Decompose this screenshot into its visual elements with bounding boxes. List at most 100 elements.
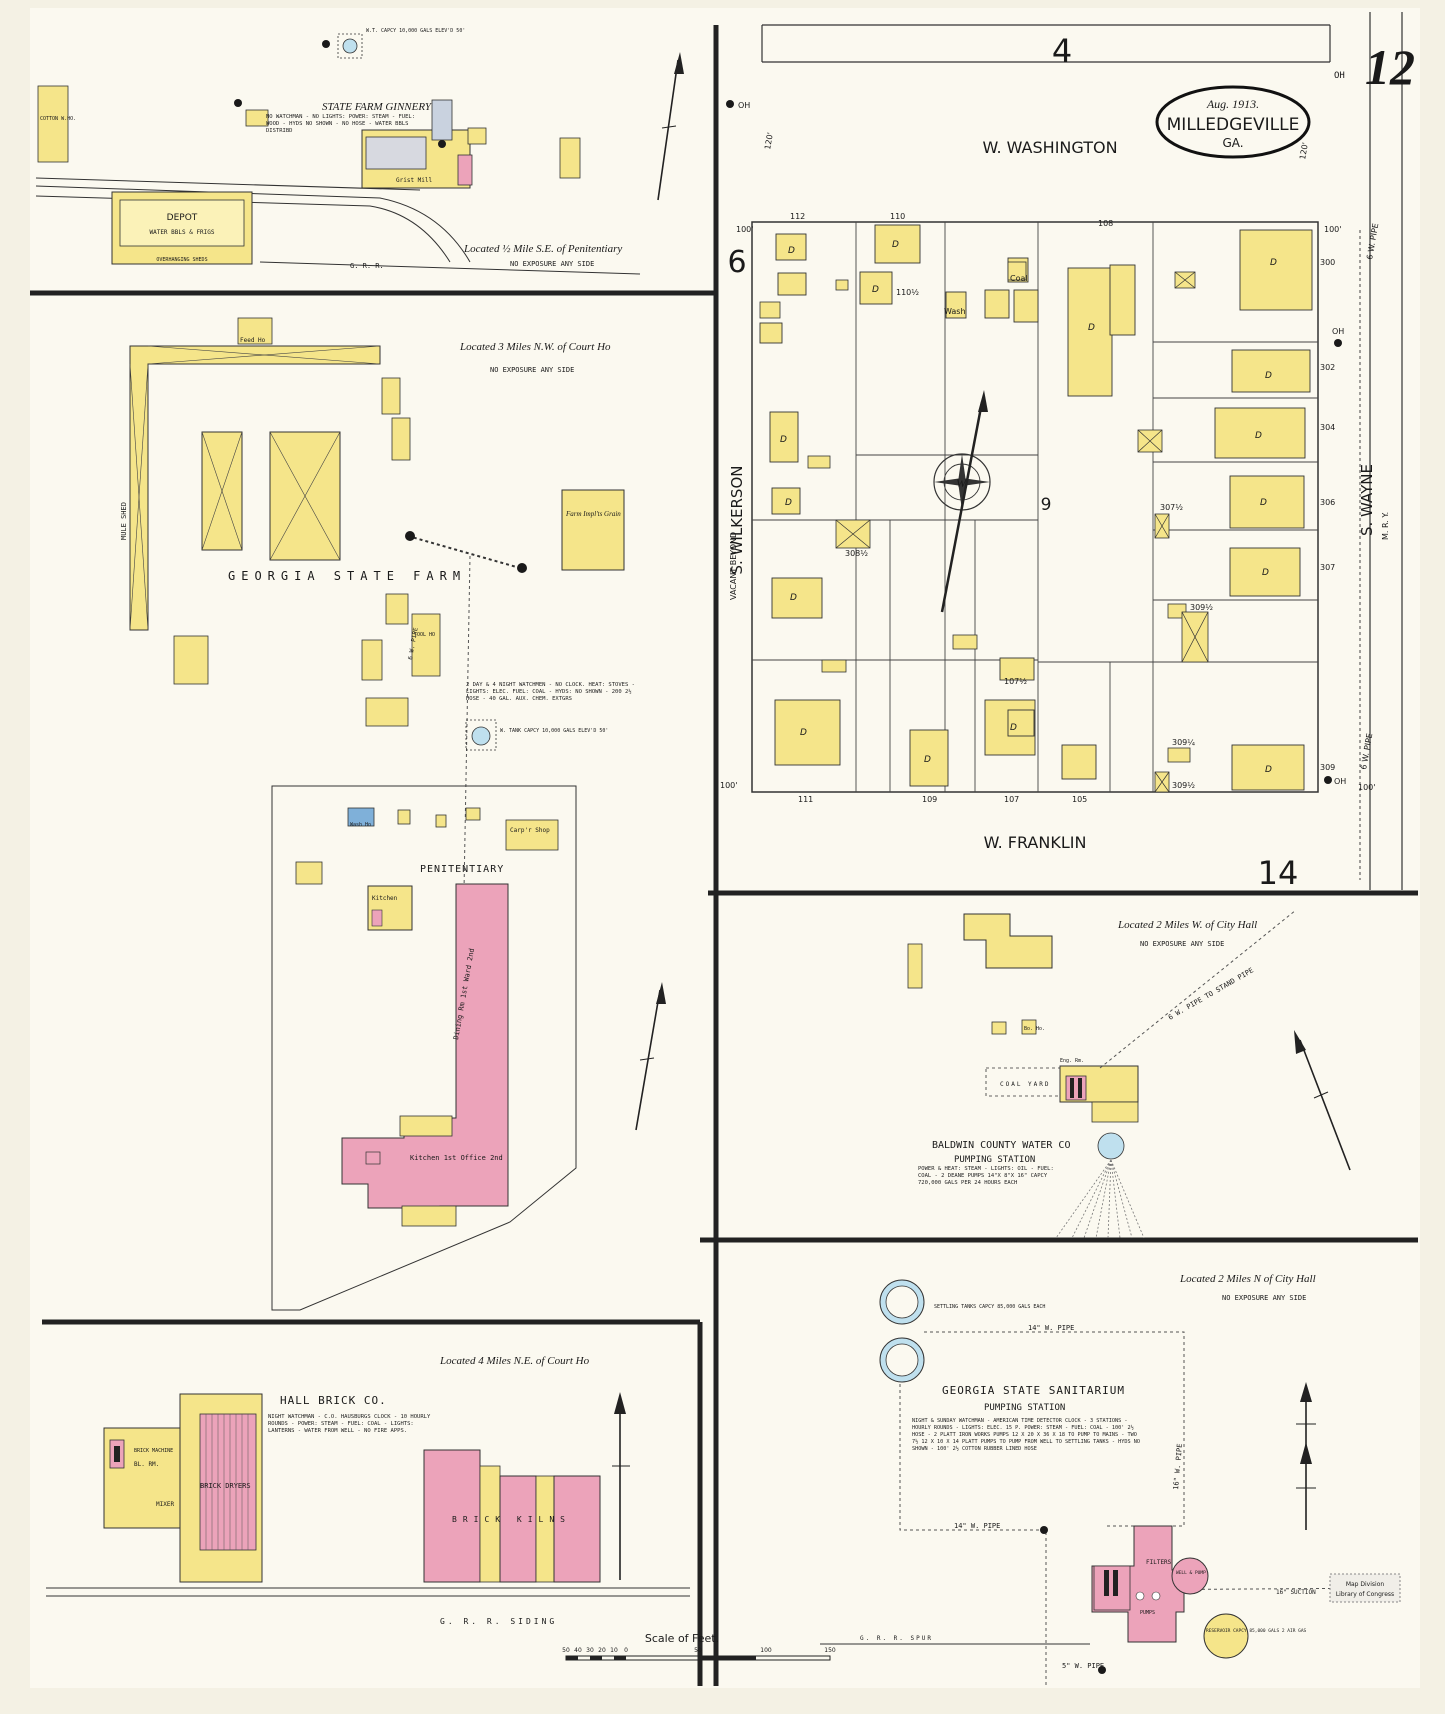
north-arrow-icon [1296,1442,1316,1530]
svg-text:309¼: 309¼ [1172,738,1195,747]
hydrant-label: OH [1332,327,1344,336]
map-date: Aug. 1913. [1206,97,1259,111]
svg-text:308½: 308½ [845,549,868,558]
svg-text:107½: 107½ [1004,677,1027,686]
adjoining-sheet-west: 6 [727,245,746,280]
state-farm-location: Located 3 Miles N.W. of Court Ho [459,341,611,353]
shed-crosses [835,271,1209,793]
svg-text:Coal: Coal [1010,274,1028,283]
mule-shed-label: MULE SHED [120,502,128,540]
svg-text:50: 50 [562,1647,570,1654]
sanitarium-panel: GEORGIA STATE SANITARIUM PUMPING STATION… [820,1273,1401,1686]
mixer-label: MIXER [156,1501,174,1508]
svg-text:108: 108 [1098,219,1113,228]
depot-label: DEPOT [167,213,198,223]
svg-text:309: 309 [1320,763,1335,772]
house-numbers: 112 110 108 111 109 107 105 300 302 304 … [720,132,1375,804]
svg-text:100': 100' [720,781,737,790]
svg-text:D: D [1260,498,1267,508]
water-co-title: BALDWIN COUNTY WATER CO [932,1140,1070,1151]
svg-text:20: 20 [598,1647,606,1654]
scale-title: Scale of Feet. [645,1632,719,1645]
svg-text:307: 307 [1320,563,1335,572]
panel-dividers [30,25,1418,1686]
ginnery-exposure: NO EXPOSURE ANY SIDE [510,260,594,268]
svg-text:309½: 309½ [1172,781,1195,790]
svg-text:D: D [1265,371,1272,381]
street-south: W. FRANKLIN [984,833,1087,852]
water-co-exposure: NO EXPOSURE ANY SIDE [1140,940,1224,948]
svg-text:0: 0 [624,1647,628,1654]
grist-mill-label: Grist Mill [396,177,433,184]
brick-dryers-label: BRICK DRYERS [200,1482,251,1490]
railway-label: M. R. Y. [1381,512,1390,540]
svg-text:300: 300 [1320,258,1335,267]
compass-rose-icon: W [933,390,991,613]
scale-bar: Scale of Feet. 50 40 30 20 10 0 50 100 1… [562,1632,836,1661]
street-east: S. WAYNE [1358,464,1376,536]
stamp-line-1: Map Division [1346,1581,1385,1588]
state-farm-title: GEORGIA STATE FARM [228,569,466,583]
state-farm-notes: 2 DAY & 4 NIGHT WATCHMEN - NO CLOCK. HEA… [466,682,635,702]
carpenter-shop-label: Carp'r Shop [510,827,550,834]
stamp-line-2: Library of Congress [1336,1591,1394,1598]
ginnery-railroad-label: G. R. R. [350,262,384,270]
svg-text:100': 100' [1358,783,1375,792]
svg-text:D: D [1255,431,1262,441]
svg-text:100: 100 [760,1647,772,1654]
siding-label: G. R. R. SIDING [440,1617,557,1626]
svg-text:107: 107 [1004,795,1019,804]
state-farm-exposure: NO EXPOSURE ANY SIDE [490,366,574,374]
feed-house-label: Feed Ho [240,337,266,344]
sanitarium-exposure: NO EXPOSURE ANY SIDE [1222,1294,1306,1302]
water-co-subtitle: PUMPING STATION [954,1155,1035,1165]
hydrant-label: OH [1334,777,1346,786]
outbuildings [759,261,1191,763]
boiler-room-label: BL. RM. [134,1461,159,1468]
pumps-label: PUMPS [1140,1610,1155,1616]
svg-text:40: 40 [574,1647,582,1654]
title-cartouche: Aug. 1913. MILLEDGEVILLE GA. [1155,85,1311,159]
north-arrow-icon [657,52,684,201]
spur-label: G. R. R. SPUR [860,1635,933,1642]
svg-text:30: 30 [586,1647,594,1654]
depot-sublabel: WATER BBLS & FRIGS [149,229,214,236]
hall-brick-panel: HALL BRICK CO. Located 4 Miles N.E. of C… [46,1355,690,1626]
svg-text:Wash: Wash [944,307,966,316]
depot-sheds-label: OVERHANGING SHEDS [156,257,207,263]
sanitarium-pipe-label-4: 5" W. PIPE [1062,1662,1104,1670]
svg-text:110: 110 [890,212,905,221]
water-co-location: Located 2 Miles W. of City Hall [1117,919,1257,931]
svg-text:D: D [1088,323,1095,333]
svg-text:50: 50 [694,1647,702,1654]
sanitarium-title: GEORGIA STATE SANITARIUM [942,1384,1125,1397]
tool-house-label: TOOL HO [414,632,435,638]
reservoir-label: RESERVOIR CAPCY 85,000 GALS 2 AIR GAS [1206,1628,1307,1634]
sanitarium-pipe-label-2: 14" W. PIPE [954,1522,1000,1530]
svg-text:10: 10 [610,1647,618,1654]
brick-machine-label: BRICK MACHINE [134,1448,173,1454]
sanitarium-notes: NIGHT & SUNDAY WATCHMAN - AMERICAN TIME … [912,1418,1140,1452]
city-name: MILLEDGEVILLE [1167,115,1300,135]
alley-label: VACANT BEYOND [729,532,738,600]
svg-text:109: 109 [922,795,937,804]
library-stamp: Map Division Library of Congress [1329,1573,1401,1603]
svg-text:100': 100' [1324,225,1341,234]
ginnery-notes: NO WATCHMAN - NO LIGHTS: POWER: STEAM - … [266,114,416,134]
svg-text:105: 105 [1072,795,1087,804]
svg-text:304: 304 [1320,423,1335,432]
svg-text:309½: 309½ [1190,603,1213,612]
suction-label: 16" SUCTION [1276,1589,1316,1596]
sheet-number: 12 [1365,39,1415,95]
svg-text:D: D [1262,568,1269,578]
street-north: W. WASHINGTON [982,138,1117,157]
svg-text:D: D [785,498,792,508]
svg-text:150: 150 [824,1647,836,1654]
cotton-label: COTTON W.HO. [40,116,76,122]
svg-text:D: D [1265,765,1272,775]
hydrant-icons [726,100,1342,784]
adjoining-sheet-north: 4 [1052,32,1072,70]
block-number: 9 [1041,495,1052,515]
svg-text:110½: 110½ [896,288,919,297]
